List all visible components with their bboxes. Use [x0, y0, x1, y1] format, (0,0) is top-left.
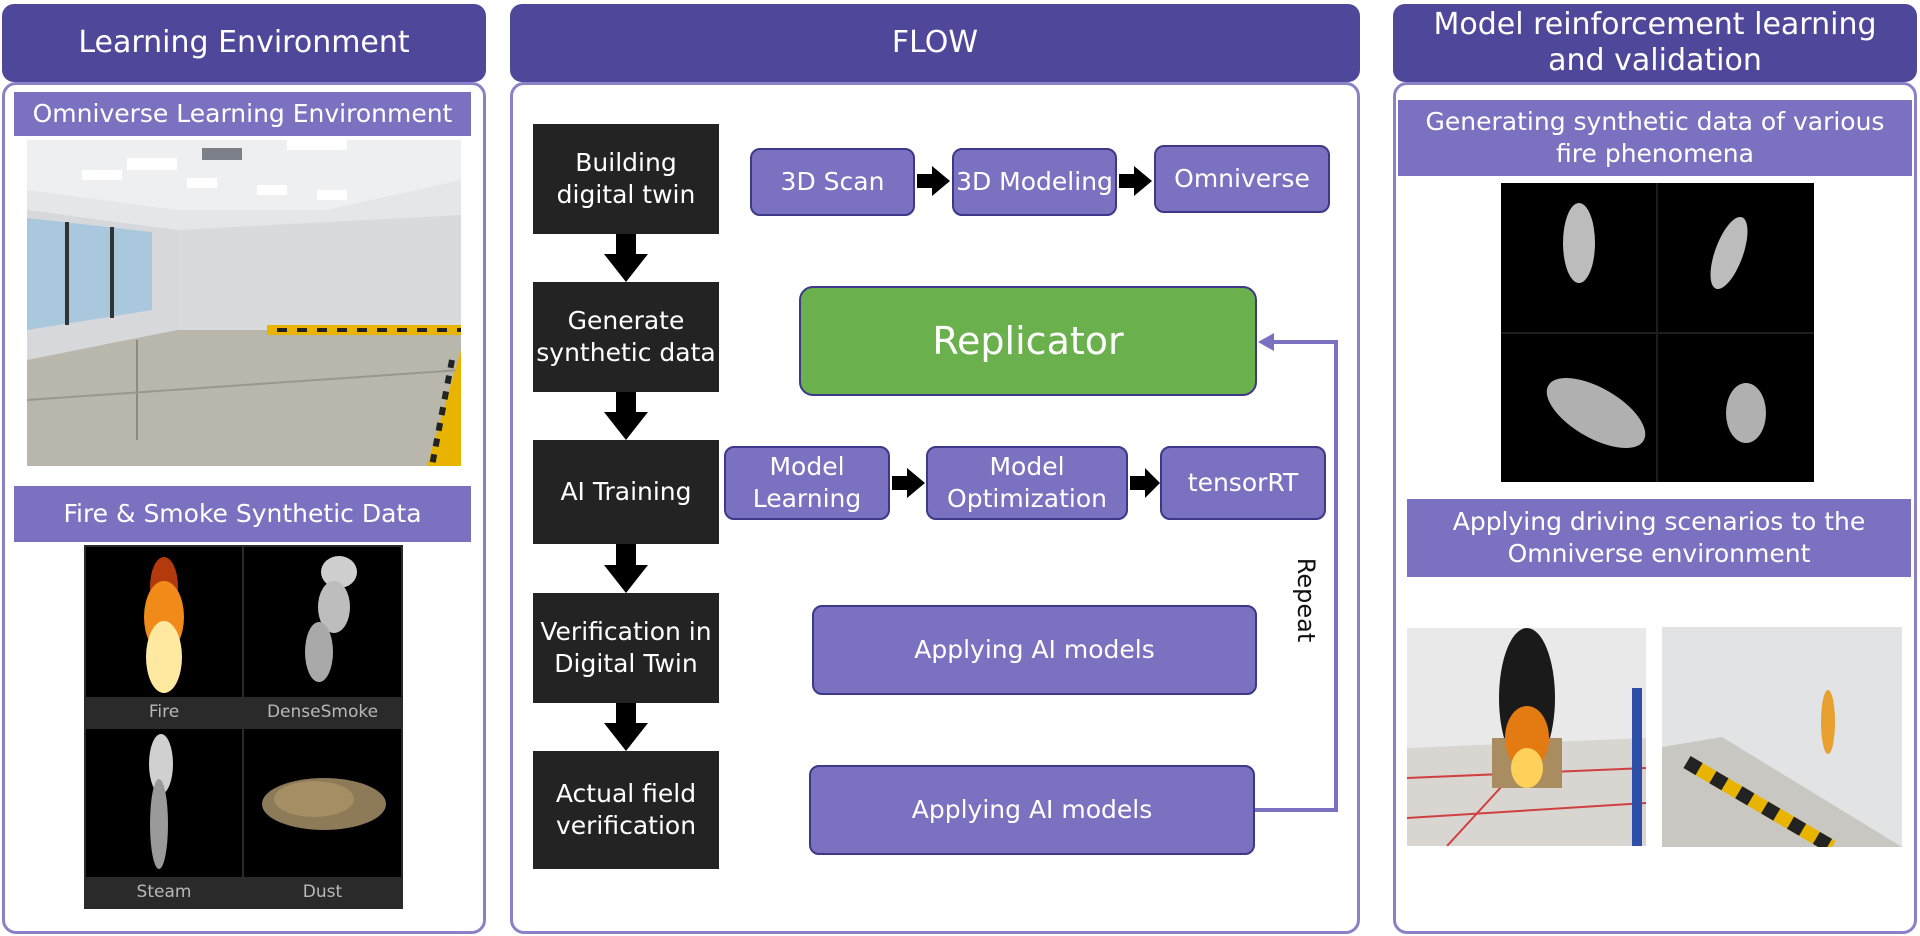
apply-ai-models-twin-box: Applying AI models — [812, 605, 1257, 695]
dust-label: Dust — [244, 877, 401, 907]
dust-effect-icon — [262, 778, 386, 830]
dense-smoke-label: DenseSmoke — [244, 697, 401, 727]
3d-scan-box: 3D Scan — [750, 148, 915, 216]
3d-modeling-box: 3D Modeling — [952, 148, 1117, 216]
fire-scenario-image-2 — [1662, 627, 1902, 847]
tensorrt-box: tensorRT — [1160, 446, 1326, 520]
step-building-digital-twin: Building digital twin — [533, 124, 719, 234]
learning-environment-header: Learning Environment — [2, 4, 486, 82]
warehouse-interior-image — [27, 140, 461, 466]
model-learning-box: Model Learning — [724, 446, 890, 520]
apply-ai-models-field-box: Applying AI models — [809, 765, 1255, 855]
fire-effect-icon — [144, 557, 184, 693]
step-actual-field-verification: Actual field verification — [533, 751, 719, 869]
driving-scenarios-title: Applying driving scenarios to the Omnive… — [1407, 499, 1911, 577]
model-reinforcement-header: Model reinforcement learning and validat… — [1393, 4, 1917, 82]
fire-phenomena-image — [1501, 183, 1814, 482]
step-verification-digital-twin: Verification in Digital Twin — [533, 593, 719, 703]
fire-thumbnail: Fire — [86, 547, 242, 727]
down-arrow-icons — [604, 166, 1160, 751]
repeat-arrowhead-icon — [1258, 333, 1274, 351]
dense-smoke-thumbnail: DenseSmoke — [244, 547, 401, 727]
replicator-box: Replicator — [799, 286, 1257, 396]
fire-smoke-synthetic-title: Fire & Smoke Synthetic Data — [14, 486, 471, 542]
model-optimization-box: Model Optimization — [926, 446, 1128, 520]
omniverse-box: Omniverse — [1154, 145, 1330, 213]
step-ai-training: AI Training — [533, 440, 719, 544]
step-generate-synthetic-data: Generate synthetic data — [533, 282, 719, 392]
steam-thumbnail: Steam — [86, 729, 242, 907]
flow-header: FLOW — [510, 4, 1360, 82]
dust-thumbnail: Dust — [244, 729, 401, 907]
repeat-loop-line — [1255, 340, 1338, 812]
omniverse-env-title: Omniverse Learning Environment — [14, 92, 471, 136]
dense-smoke-effect-icon — [305, 556, 357, 682]
synthetic-fire-phenomena-title: Generating synthetic data of various fir… — [1398, 100, 1912, 176]
fire-label: Fire — [86, 697, 242, 727]
steam-label: Steam — [86, 877, 242, 907]
synthetic-effects-grid: Fire DenseSmoke Steam Dust — [84, 545, 403, 909]
steam-effect-icon — [149, 734, 173, 869]
fire-scenario-image-1 — [1407, 628, 1646, 846]
